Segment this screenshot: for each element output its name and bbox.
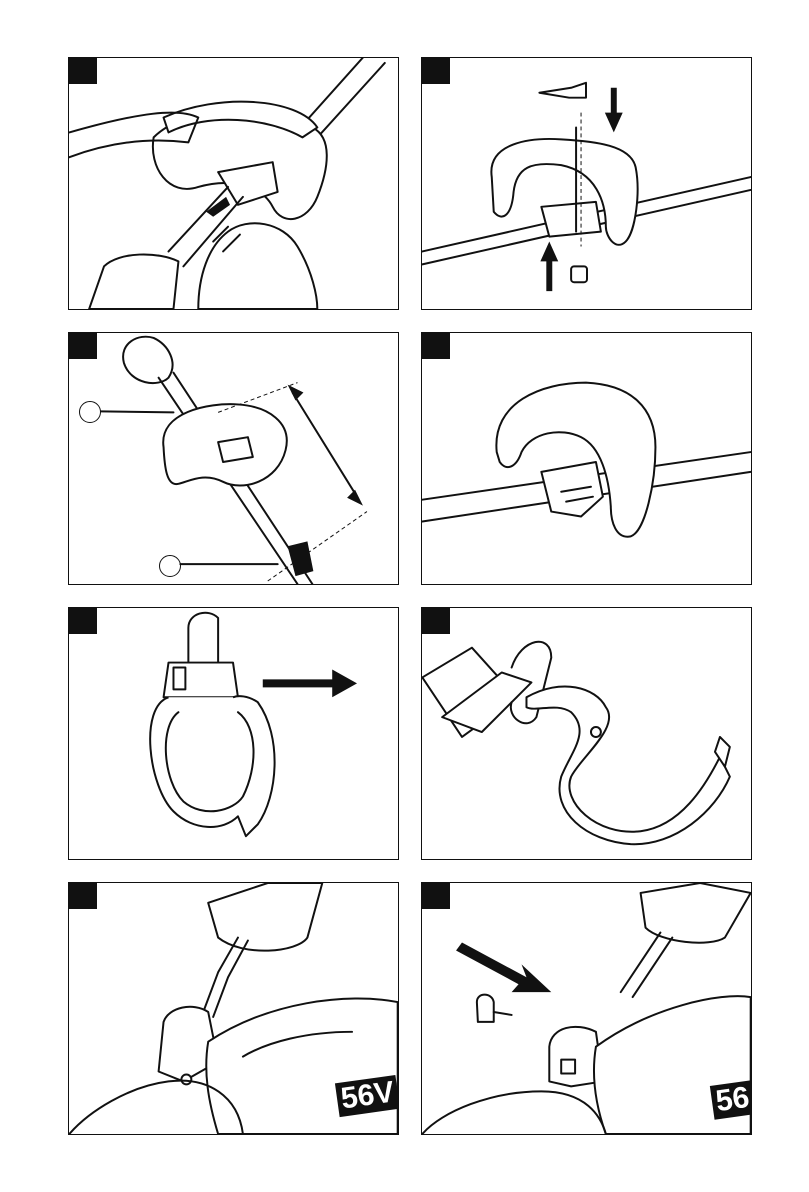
housing-label: 56 <box>710 1080 752 1119</box>
step-panel-4 <box>421 332 752 585</box>
step-panel-8: 56 <box>421 882 752 1135</box>
illustration-handle-lever-nut <box>422 58 751 309</box>
step-panel-7: 56V <box>68 882 399 1135</box>
illustration-hand-inserting-bolt <box>69 58 398 309</box>
step-panel-1 <box>68 57 399 310</box>
step-panel-3 <box>68 332 399 585</box>
illustration-handle-installed <box>422 333 751 584</box>
step-panel-6 <box>421 607 752 860</box>
step-panel-2 <box>421 57 752 310</box>
illustration-strap-clamp-buckle <box>422 608 751 859</box>
illustration-strap-clamp-open <box>69 608 398 859</box>
illustration-strap-bolt-insertion <box>422 883 751 1134</box>
illustration-handle-position <box>69 333 398 584</box>
step-panel-5 <box>68 607 399 860</box>
